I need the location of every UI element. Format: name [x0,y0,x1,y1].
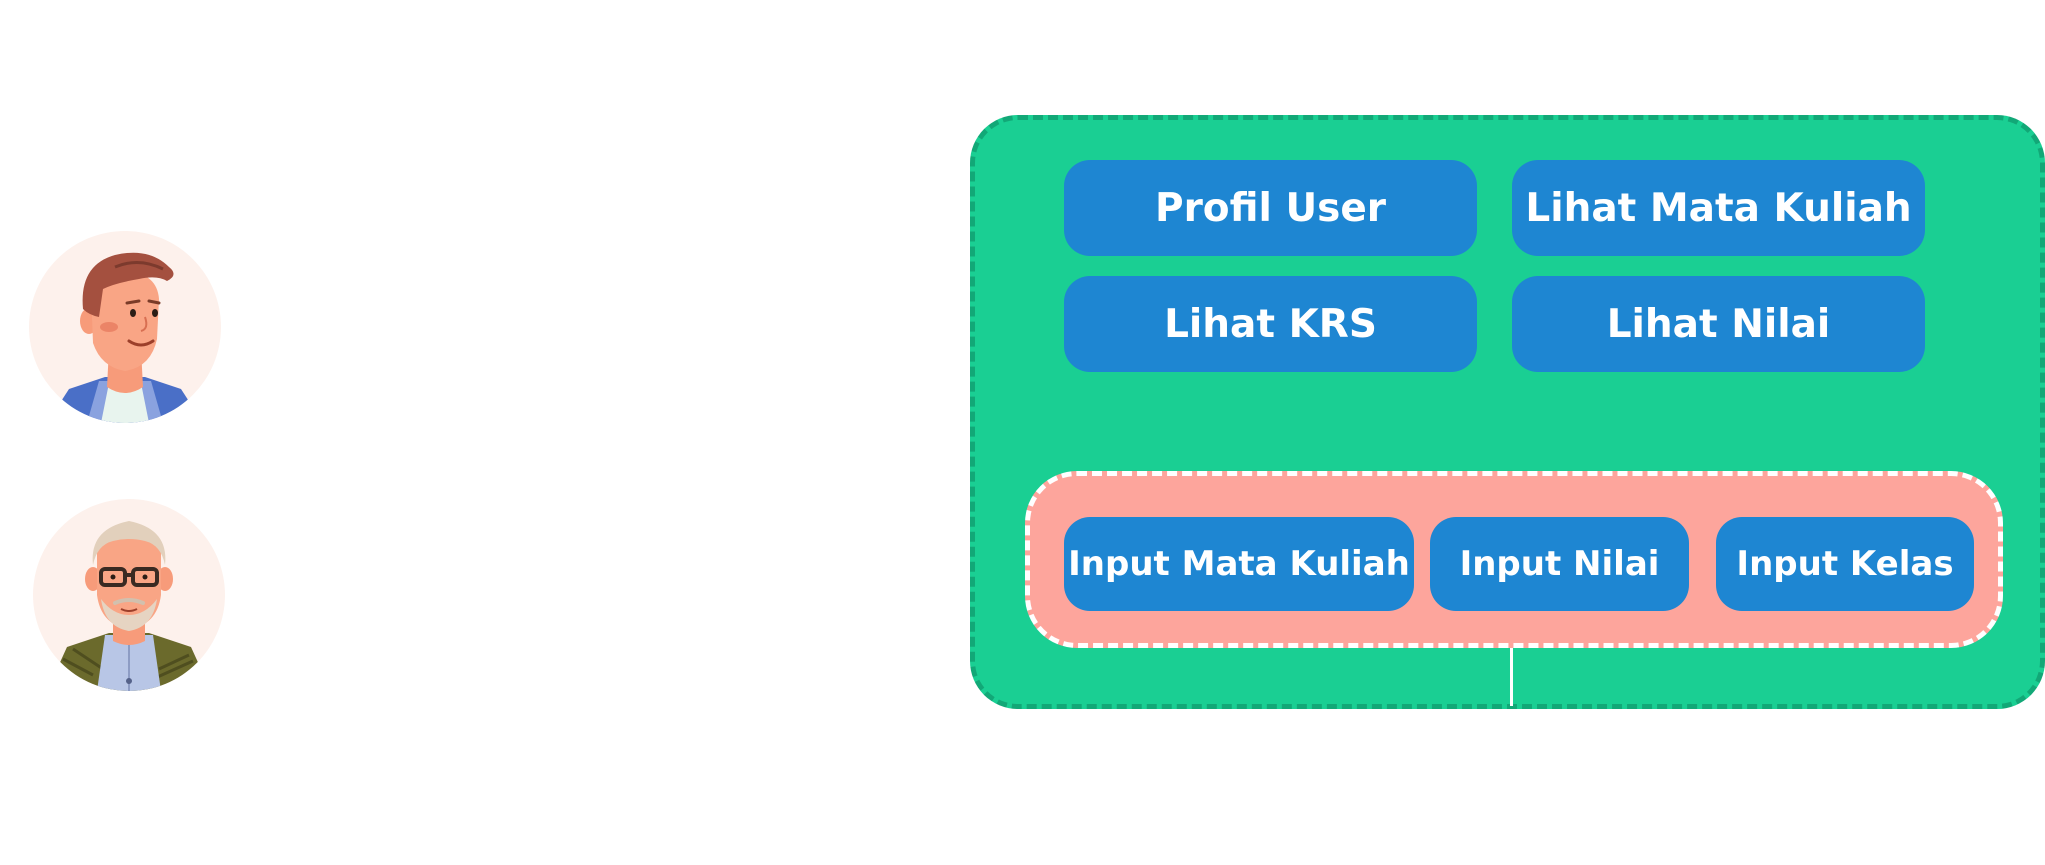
lihat-mata-kuliah-button[interactable]: Lihat Mata Kuliah [1512,160,1925,256]
student-avatar-icon [29,231,221,423]
lihat-nilai-button[interactable]: Lihat Nilai [1512,276,1925,372]
connector-line [1510,648,1513,706]
lecturer-avatar-icon [33,499,225,691]
input-mata-kuliah-button[interactable]: Input Mata Kuliah [1064,517,1414,611]
lihat-krs-button[interactable]: Lihat KRS [1064,276,1477,372]
input-kelas-button[interactable]: Input Kelas [1716,517,1974,611]
profil-user-button[interactable]: Profil User [1064,160,1477,256]
input-nilai-button[interactable]: Input Nilai [1430,517,1689,611]
